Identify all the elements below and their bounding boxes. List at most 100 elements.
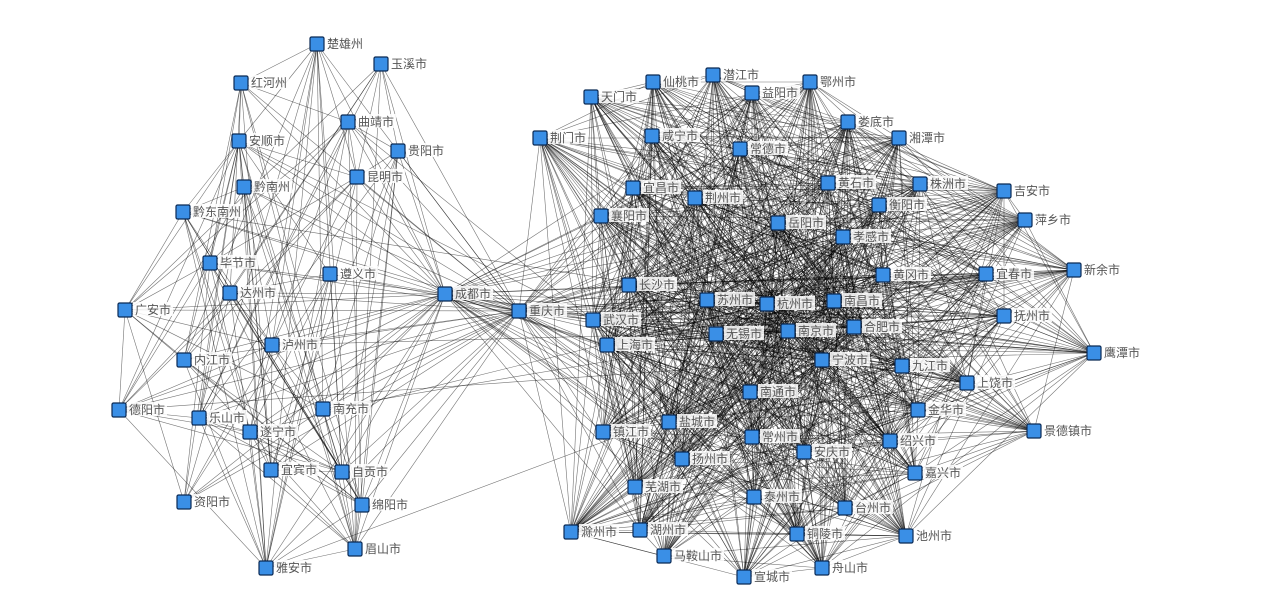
node-marker[interactable] (996, 183, 1012, 199)
node[interactable]: 湘潭市 (891, 130, 947, 146)
node-marker[interactable] (837, 500, 853, 516)
node-marker[interactable] (645, 74, 661, 90)
node[interactable]: 武汉市 (585, 312, 641, 328)
node[interactable]: 红河州 (233, 75, 289, 91)
node-marker[interactable] (789, 526, 805, 542)
node[interactable]: 孝感市 (835, 229, 891, 245)
node-marker[interactable] (236, 179, 252, 195)
node-marker[interactable] (959, 375, 975, 391)
node[interactable]: 泰州市 (746, 489, 802, 505)
node-marker[interactable] (891, 130, 907, 146)
node[interactable]: 金华市 (910, 402, 966, 418)
node[interactable]: 宜春市 (978, 266, 1034, 282)
node[interactable]: 仙桃市 (645, 74, 701, 90)
node[interactable]: 上海市 (599, 337, 655, 353)
node-marker[interactable] (532, 130, 548, 146)
node-marker[interactable] (780, 323, 796, 339)
node[interactable]: 楚雄州 (309, 36, 365, 52)
node-marker[interactable] (674, 451, 690, 467)
node[interactable]: 咸宁市 (644, 128, 700, 144)
node[interactable]: 宜宾市 (263, 462, 319, 478)
node-marker[interactable] (826, 293, 842, 309)
node-marker[interactable] (111, 402, 127, 418)
node[interactable]: 毕节市 (202, 255, 258, 271)
node[interactable]: 黄石市 (820, 175, 876, 191)
node[interactable]: 滁州市 (563, 524, 619, 540)
node[interactable]: 萍乡市 (1017, 212, 1073, 228)
node[interactable]: 遵义市 (322, 266, 378, 282)
node[interactable]: 荆州市 (687, 190, 743, 206)
node-marker[interactable] (175, 204, 191, 220)
node[interactable]: 自贡市 (334, 464, 390, 480)
node[interactable]: 广安市 (117, 302, 173, 318)
node[interactable]: 马鞍山市 (656, 548, 724, 564)
node[interactable]: 池州市 (898, 528, 954, 544)
node[interactable]: 泸州市 (264, 337, 320, 353)
node-marker[interactable] (242, 424, 258, 440)
node-marker[interactable] (705, 67, 721, 83)
node[interactable]: 抚州市 (996, 308, 1052, 324)
node-marker[interactable] (871, 197, 887, 213)
node-marker[interactable] (736, 569, 752, 585)
node[interactable]: 襄阳市 (593, 208, 649, 224)
node-marker[interactable] (437, 286, 453, 302)
node-marker[interactable] (699, 292, 715, 308)
node-marker[interactable] (759, 296, 775, 312)
node-marker[interactable] (910, 402, 926, 418)
node-marker[interactable] (732, 141, 748, 157)
node-marker[interactable] (117, 302, 133, 318)
node[interactable]: 铜陵市 (789, 526, 845, 542)
node-marker[interactable] (802, 74, 818, 90)
node-marker[interactable] (263, 462, 279, 478)
node-marker[interactable] (708, 326, 724, 342)
node-marker[interactable] (846, 319, 862, 335)
node[interactable]: 内江市 (176, 352, 232, 368)
node-marker[interactable] (563, 524, 579, 540)
node[interactable]: 安顺市 (231, 133, 287, 149)
node[interactable]: 成都市 (437, 286, 493, 302)
node[interactable]: 荆门市 (532, 130, 588, 146)
node[interactable]: 达州市 (222, 285, 278, 301)
node-marker[interactable] (656, 548, 672, 564)
node[interactable]: 资阳市 (176, 494, 232, 510)
node[interactable]: 德阳市 (111, 402, 167, 418)
node[interactable]: 乐山市 (191, 410, 247, 426)
node[interactable]: 益阳市 (744, 85, 800, 101)
node-marker[interactable] (1086, 345, 1102, 361)
node-marker[interactable] (644, 128, 660, 144)
node-marker[interactable] (595, 424, 611, 440)
node-marker[interactable] (347, 541, 363, 557)
node[interactable]: 盐城市 (661, 414, 717, 430)
node-marker[interactable] (258, 560, 274, 576)
node-marker[interactable] (322, 266, 338, 282)
node[interactable]: 鄂州市 (802, 74, 858, 90)
node[interactable]: 南昌市 (826, 293, 882, 309)
node[interactable]: 玉溪市 (373, 56, 429, 72)
node[interactable]: 湖州市 (632, 522, 688, 538)
node[interactable]: 南京市 (780, 323, 836, 339)
node[interactable]: 安庆市 (796, 444, 852, 460)
node[interactable]: 宜昌市 (625, 180, 681, 196)
node-marker[interactable] (373, 56, 389, 72)
node[interactable]: 苏州市 (699, 292, 755, 308)
node-marker[interactable] (585, 312, 601, 328)
node[interactable]: 舟山市 (814, 560, 870, 576)
node-marker[interactable] (315, 401, 331, 417)
node-marker[interactable] (334, 464, 350, 480)
node[interactable]: 长沙市 (621, 277, 677, 293)
node-marker[interactable] (814, 560, 830, 576)
node[interactable]: 芜湖市 (627, 479, 683, 495)
node[interactable]: 衡阳市 (871, 197, 927, 213)
node-marker[interactable] (264, 337, 280, 353)
node-marker[interactable] (222, 285, 238, 301)
node[interactable]: 绍兴市 (882, 433, 938, 449)
node-marker[interactable] (511, 303, 527, 319)
node-marker[interactable] (621, 277, 637, 293)
node-marker[interactable] (978, 266, 994, 282)
node[interactable]: 台州市 (837, 500, 893, 516)
node-marker[interactable] (770, 215, 786, 231)
node-marker[interactable] (894, 358, 910, 374)
node[interactable]: 新余市 (1066, 262, 1122, 278)
node-marker[interactable] (687, 190, 703, 206)
node[interactable]: 绵阳市 (354, 497, 410, 513)
